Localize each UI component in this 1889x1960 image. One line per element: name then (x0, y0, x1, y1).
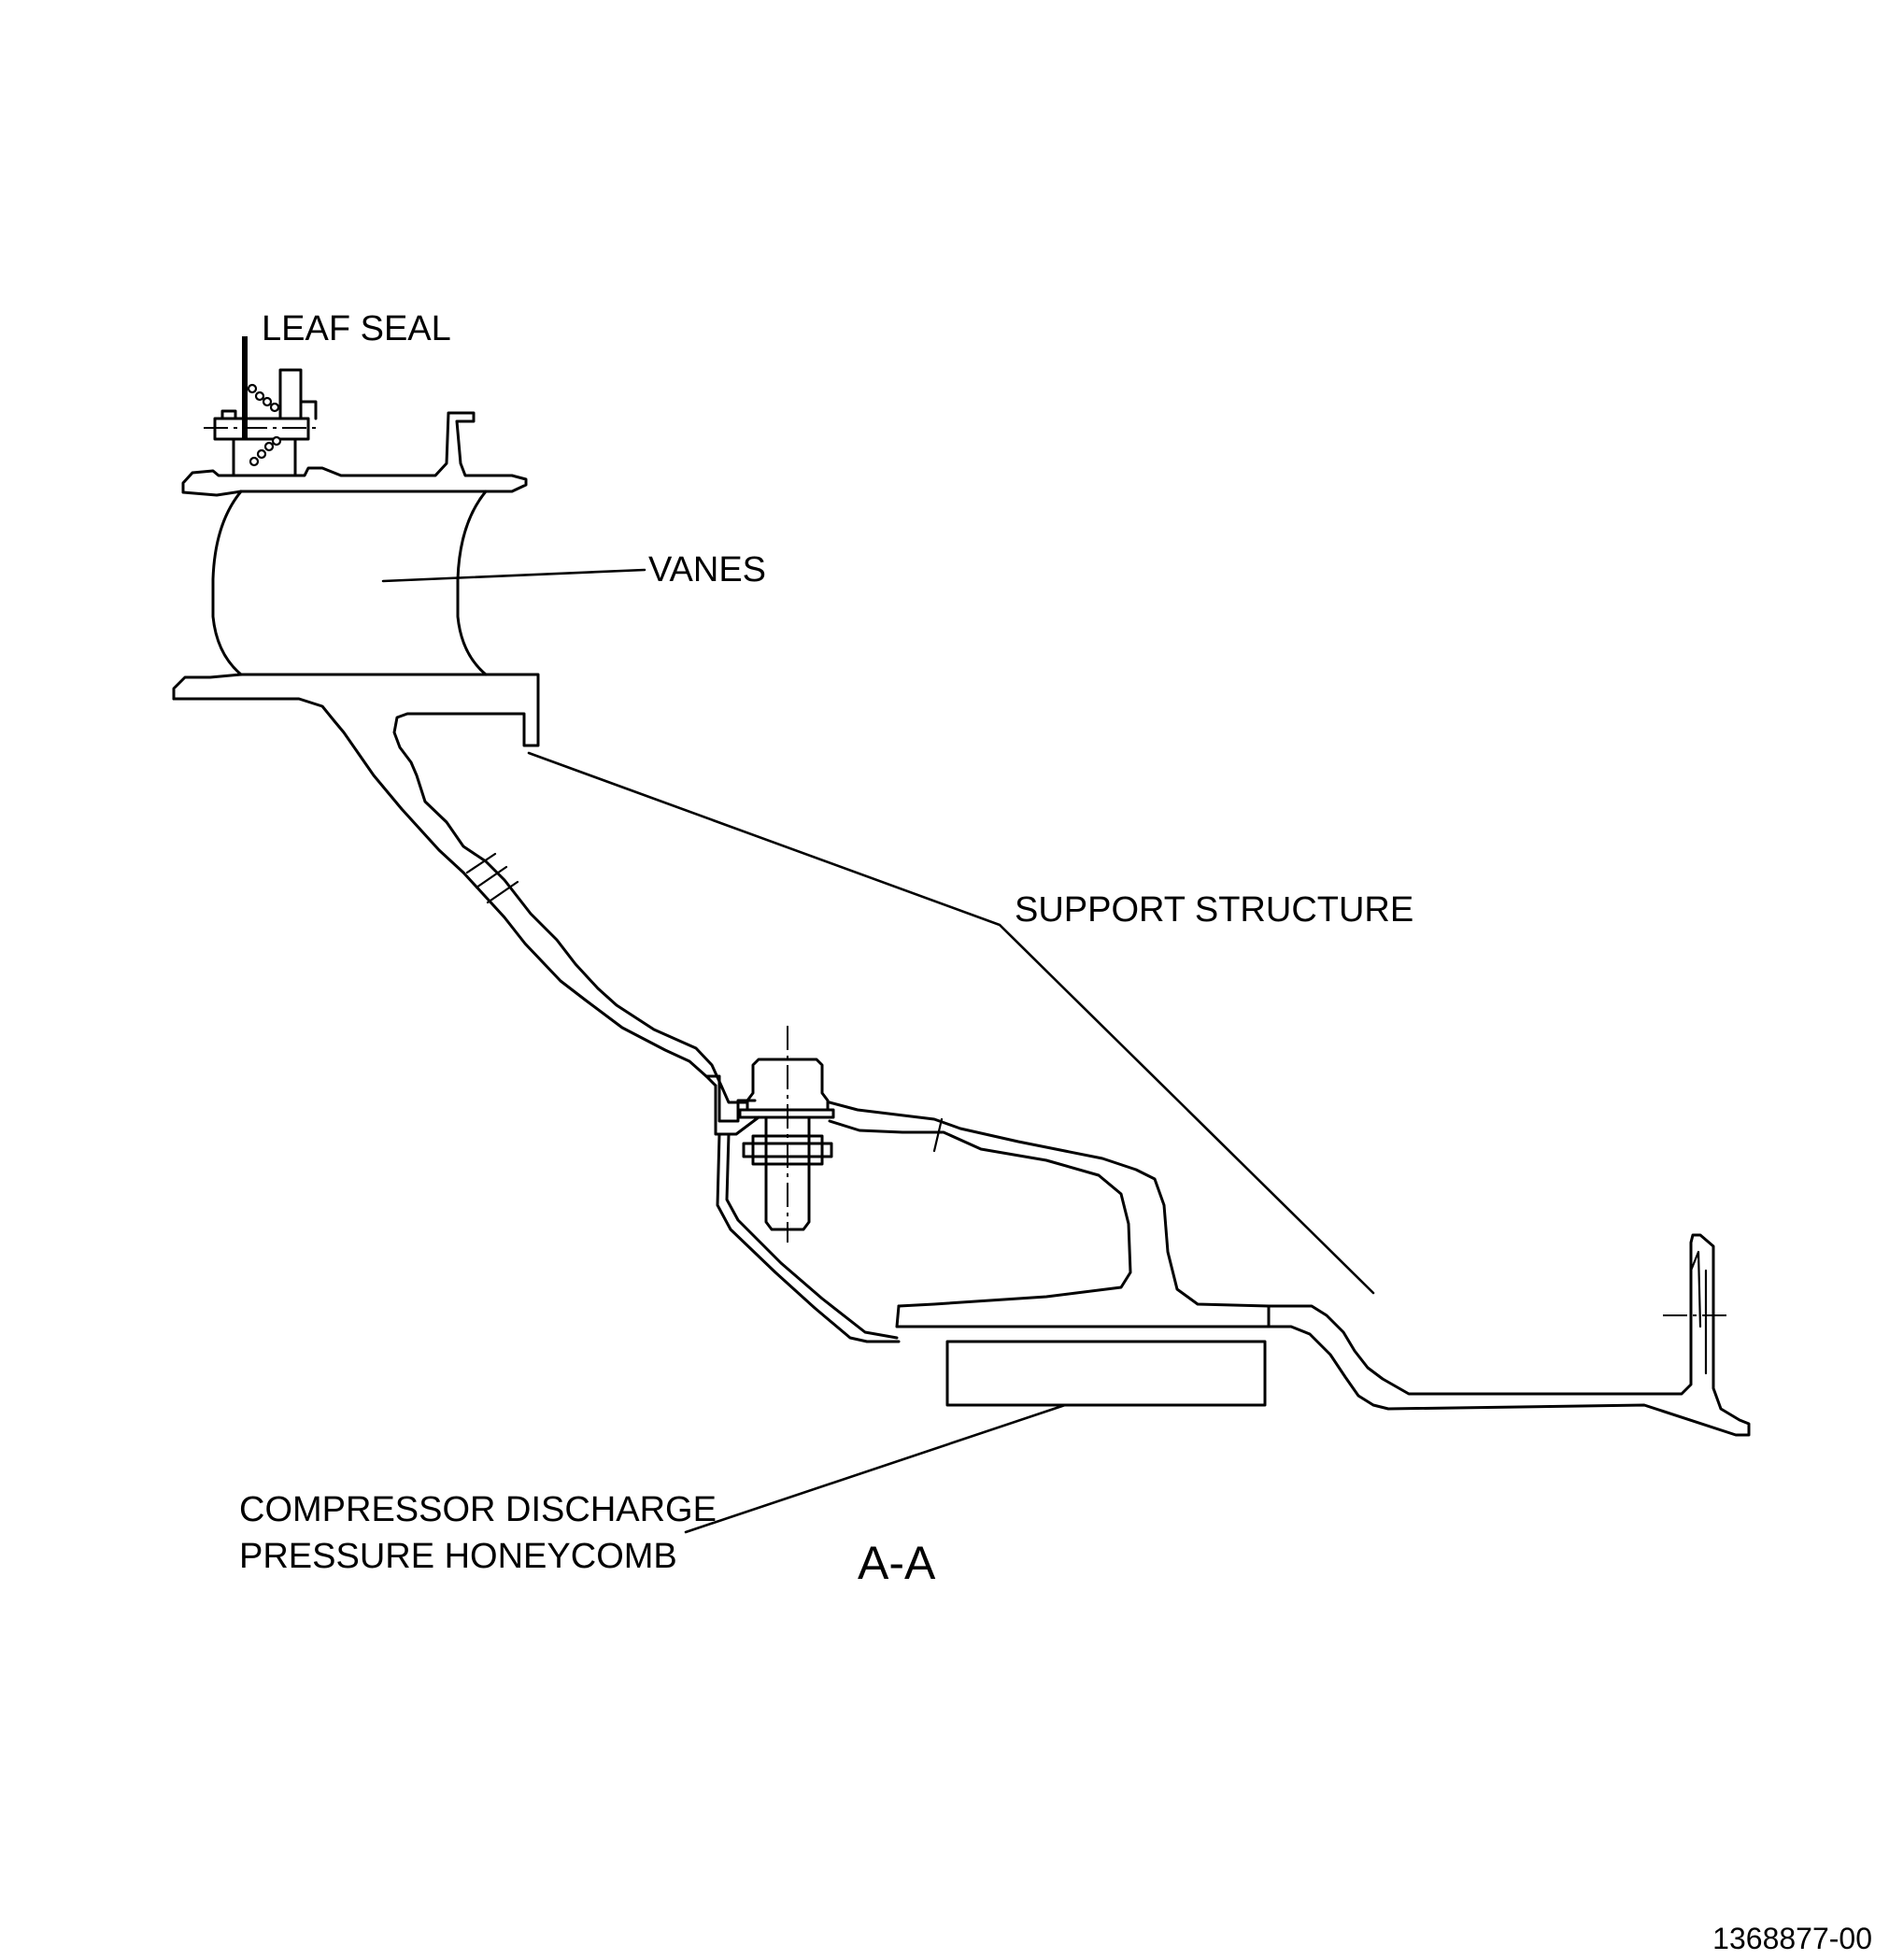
bolt-nut (742, 1134, 833, 1166)
support-upper-arm-inner (828, 1119, 1132, 1308)
support-structure (465, 852, 1751, 1437)
leader-support-structure (527, 751, 1375, 1295)
figure-number: 1368877-00 (1712, 1922, 1872, 1955)
leaf-seal-bracket (220, 409, 237, 420)
label-honeycomb-line2: PRESSURE HONEYCOMB (239, 1537, 677, 1576)
compressor-discharge-honeycomb (945, 1340, 1267, 1407)
vane-assembly (172, 336, 749, 1104)
support-arm-joint (932, 1117, 944, 1153)
vane-leading-edge (211, 490, 243, 676)
leader-honeycomb (684, 1403, 1067, 1534)
support-flange (704, 1074, 760, 1136)
support-joint (465, 852, 519, 904)
vane-outer-platform (181, 411, 528, 497)
support-base-plate (895, 1304, 1271, 1328)
support-upper-arm (828, 1101, 1271, 1308)
flange-bolt (738, 1026, 835, 1243)
support-aft-arm (1267, 1233, 1751, 1437)
leaf-seal-pin (213, 417, 310, 441)
support-aft-flange-detail (1689, 1250, 1708, 1375)
leaf-seal-retainer (232, 368, 318, 477)
leader-vanes (381, 568, 646, 583)
leaf-seal-spring (247, 383, 282, 467)
vane-inner-platform (172, 673, 749, 1104)
label-leaf-seal: LEAF SEAL (262, 309, 451, 348)
support-inner-wall-2 (716, 1132, 901, 1343)
label-support-structure: SUPPORT STRUCTURE (1015, 890, 1413, 930)
vane-inner-platform-front (172, 697, 717, 1087)
label-honeycomb-line1: COMPRESSOR DISCHARGE (239, 1490, 717, 1529)
support-inner-wall (725, 1132, 899, 1340)
vane-trailing-edge (456, 490, 488, 676)
label-vanes: VANES (648, 550, 766, 589)
section-view-label: A-A (858, 1537, 936, 1589)
bolt-washer (738, 1108, 835, 1119)
